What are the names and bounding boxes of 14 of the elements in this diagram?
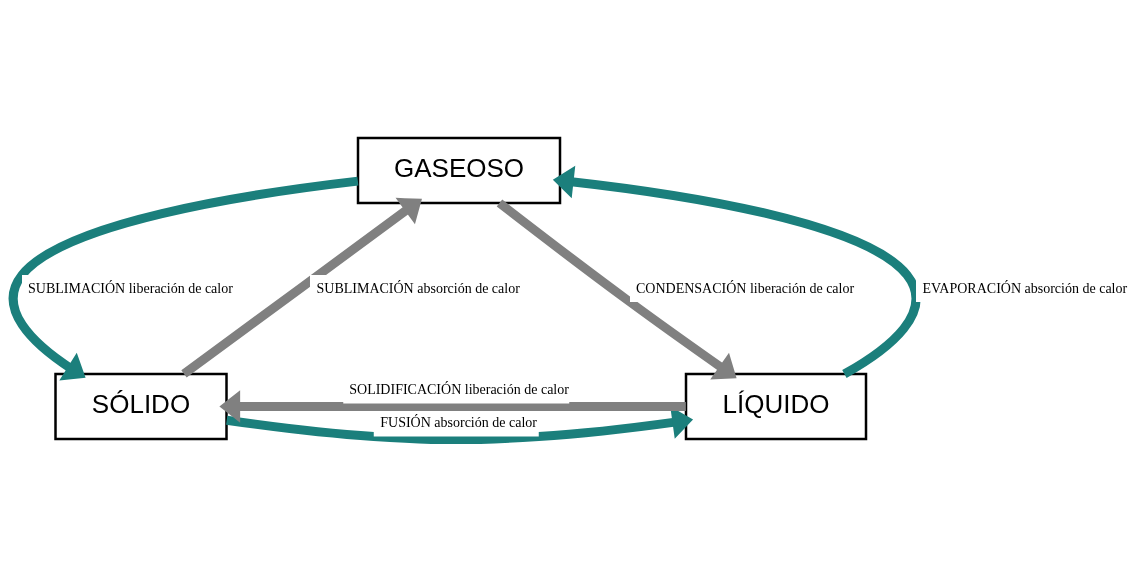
edge-label: EVAPORACIÓN absorción de calor bbox=[922, 280, 1128, 296]
arrow bbox=[219, 390, 686, 423]
arrow bbox=[8, 176, 359, 381]
edge-label: SUBLIMACIÓN liberación de calor bbox=[28, 280, 233, 296]
arrow bbox=[552, 165, 921, 378]
arrow bbox=[181, 197, 422, 378]
node-box: GASEOSO bbox=[356, 136, 562, 205]
node-box: LÍQUIDO bbox=[684, 372, 868, 441]
arrow bbox=[496, 199, 737, 380]
edge-label: CONDENSACIÓN liberación de calor bbox=[636, 280, 855, 296]
edge-label: SUBLIMACIÓN absorción de calor bbox=[316, 280, 520, 296]
edge-label: SOLIDIFICACIÓN liberación de calor bbox=[349, 382, 569, 398]
node-box: SÓLIDO bbox=[54, 372, 228, 441]
edge-label: FUSIÓN absorción de calor bbox=[380, 415, 537, 431]
